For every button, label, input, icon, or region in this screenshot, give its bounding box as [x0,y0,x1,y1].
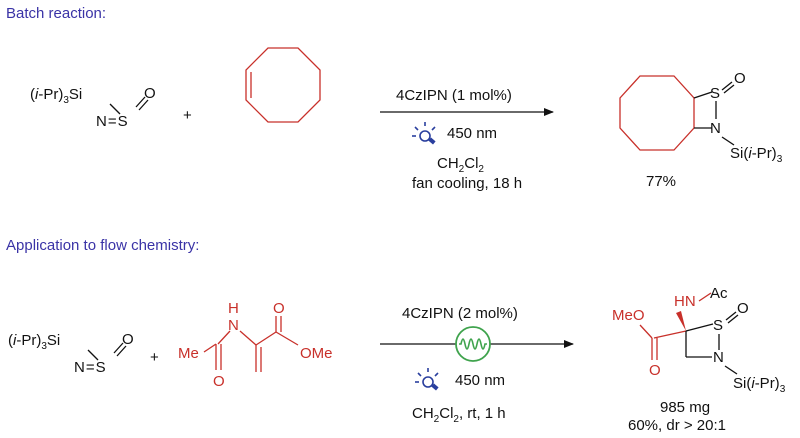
batch-product-s-o-bond-2 [723,84,735,94]
substrate-c-n-bond [217,330,231,345]
flow-product-meo-label: MeO [612,307,645,324]
flow-product-cq-s-bond [685,323,714,332]
batch-catalyst-label: 4CzIPN (1 mol%) [396,87,512,104]
batch-cyclooctene [245,47,321,123]
flow-reactor-coil-icon [455,326,491,362]
batch-product-s-label: S [710,85,720,102]
batch-solvent-label: CH2Cl2 [437,155,484,175]
flow-product-s-label: S [713,317,723,334]
substrate-h-label: H [228,300,239,317]
batch-wavelength-label: 450 nm [447,125,497,142]
batch-product: S O N Si(i-Pr)3 77% [619,70,783,190]
flow-heading: Application to flow chemistry: [6,237,199,254]
batch-product-n-si-bond [721,136,735,146]
batch-product-yield: 77% [646,173,676,190]
flow-reagent-tips-label: (i-Pr)3Si [8,332,60,352]
flow-product-hn-label: HN [674,293,696,310]
flow-reagent-o-label: O [122,331,134,348]
flow-plus-sign: + [150,349,159,366]
flow-catalyst-label: 4CzIPN (2 mol%) [402,305,518,322]
flow-product-so-label: O [737,300,749,317]
substrate-ester-o-label: O [273,300,285,317]
flow-product-o-label: O [649,362,661,379]
batch-conditions-label: fan cooling, 18 h [412,175,522,192]
substrate-n-calpha-bond [239,330,257,346]
flow-product-n-si-bond [724,365,738,375]
substrate-n-label: N [228,317,239,334]
flow-reagent-s-o-bond-1 [116,345,127,357]
batch-product-s-o-bond-1 [721,81,733,91]
flow-solvent-label: CH2Cl2, rt, 1 h [412,405,506,425]
batch-product-o-label: O [734,70,746,87]
flow-wavelength-label: 450 nm [455,372,505,389]
batch-reagent-o-label: O [144,85,156,102]
batch-heading: Batch reaction: [6,5,106,22]
batch-reagent-si-n-bond [109,103,121,115]
substrate-amide-o-label: O [213,373,225,390]
flow-product-yield: 60%, dr > 20:1 [628,417,726,434]
substrate-ome-label: OMe [300,345,333,362]
batch-reagent-s-o-bond-2 [135,96,146,108]
batch-light-bulb-icon [412,122,436,145]
flow-product-s-o-bond-1 [725,311,737,321]
flow-light-bulb-icon [415,368,439,391]
batch-product-cyclooctane-ring [619,75,695,151]
flow-product-ac-label: Ac [710,285,728,302]
flow-product-o-c-bond [639,324,653,339]
flow-product-ester-cq-bond [653,330,687,339]
flow-product-wedge-bond [676,311,686,331]
batch-reagent-s-o-bond-1 [138,99,149,111]
flow-product-n-label: N [713,349,724,366]
flow-product-mass: 985 mg [660,399,710,416]
flow-reagent-sulfinylamine: (i-Pr)3Si N=S O [8,331,134,376]
flow-dehydroalanine-substrate: Me O N H O OMe [178,300,333,390]
substrate-me-label: Me [178,345,199,362]
substrate-ester-o-bond [275,331,299,346]
batch-reagent-sulfinylamine: (i-Pr)3Si N=S O [30,85,156,130]
batch-product-tips-label: Si(i-Pr)3 [730,145,783,165]
batch-product-c-s-bond [693,91,713,99]
batch-reagent-tips-label: (i-Pr)3Si [30,86,82,106]
flow-product-n-ac-bond [698,292,712,302]
batch-plus-sign: + [183,107,192,124]
substrate-me-c-bond [203,343,217,353]
flow-reagent-n-label: N=S [74,359,106,376]
cyclooctene-ring [245,47,321,123]
batch-product-n-label: N [710,120,721,137]
flow-reagent-si-n-bond [87,349,99,361]
flow-product: MeO O HN Ac S O N Si(i-Pr)3 985 mg 60%, … [612,285,786,434]
flow-product-tips-label: Si(i-Pr)3 [733,375,786,395]
flow-product-s-o-bond-2 [727,314,739,324]
batch-reagent-n-label: N=S [96,113,128,130]
substrate-calpha-ester-bond [255,331,277,346]
flow-reagent-s-o-bond-2 [113,342,124,354]
